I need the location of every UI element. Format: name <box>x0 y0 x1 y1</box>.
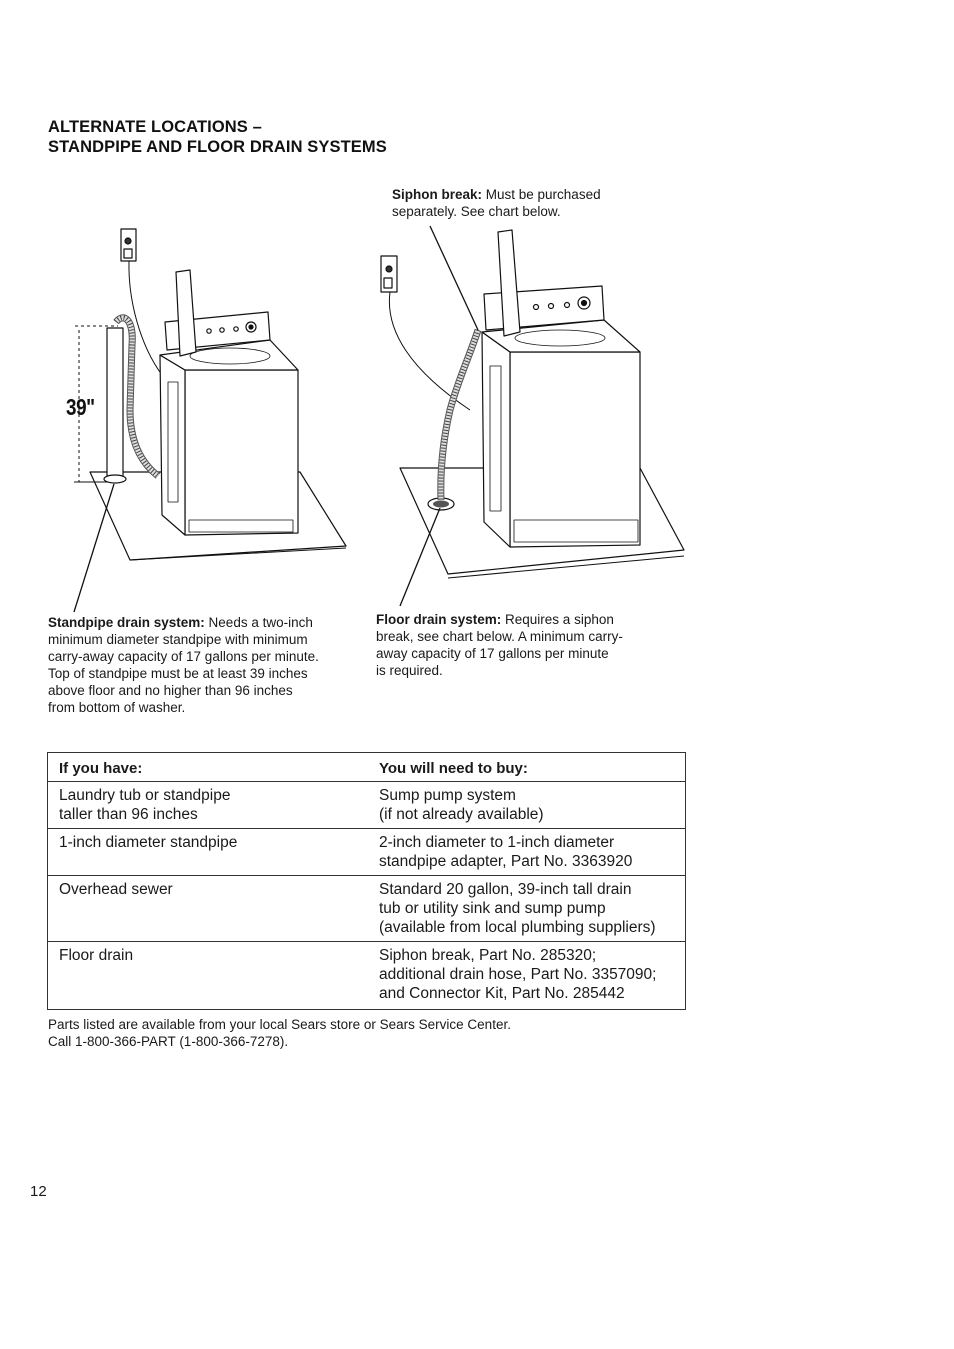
heading-line-1: ALTERNATE LOCATIONS – <box>48 118 262 136</box>
standpipe-text-4: Top of standpipe must be at least 39 inc… <box>48 666 308 681</box>
cell-line: Floor drain <box>59 947 134 964</box>
siphon-break-label: Siphon break: <box>392 187 483 202</box>
right-control-panel <box>483 285 605 331</box>
right-washer-front <box>509 351 641 548</box>
cell-buy: 2-inch diameter to 1-inch diameter stand… <box>377 828 686 876</box>
floor-drain-text-3: away capacity of 17 gallons per minute <box>376 646 609 661</box>
table-row: Floor drain Siphon break, Part No. 28532… <box>47 941 686 1010</box>
washer-drain-illustrations <box>73 225 685 613</box>
standpipe-label: Standpipe drain system: <box>48 615 205 630</box>
standpipe-illustration <box>73 228 347 613</box>
floor-drain-text-1: Requires a siphon <box>501 612 614 627</box>
siphon-break-text-2: separately. See chart below. <box>392 204 561 219</box>
cell-buy: Standard 20 gallon, 39-inch tall drain t… <box>377 875 686 942</box>
cell-buy: Sump pump system (if not already availab… <box>377 781 686 829</box>
floor-drain-text-4: is required. <box>376 663 443 678</box>
cell-line: Overhead sewer <box>59 881 173 898</box>
note-line-1: Parts listed are available from your loc… <box>48 1017 511 1032</box>
cell-have: Laundry tub or standpipe taller than 96 … <box>47 781 377 829</box>
floor-drain-text-2: break, see chart below. A minimum carry- <box>376 629 623 644</box>
cell-line: tub or utility sink and sump pump <box>379 900 606 917</box>
cell-buy: Siphon break, Part No. 285320; additiona… <box>377 941 686 1010</box>
right-floor <box>399 467 685 575</box>
left-floor <box>89 471 347 561</box>
left-outlet <box>120 228 137 262</box>
standpipe-text-3: carry-away capacity of 17 gallons per mi… <box>48 649 319 664</box>
parts-availability-note: Parts listed are available from your loc… <box>48 1016 511 1050</box>
cell-line: additional drain hose, Part No. 3357090; <box>379 966 657 983</box>
page-number: 12 <box>30 1183 47 1200</box>
cell-line: (if not already available) <box>379 806 544 823</box>
table-row: 1-inch diameter standpipe 2-inch diamete… <box>47 828 686 876</box>
right-washer-lid <box>497 229 521 337</box>
right-outlet <box>380 255 398 293</box>
siphon-break-caption: Siphon break: Must be purchased separate… <box>392 186 652 220</box>
cell-line: (available from local plumbing suppliers… <box>379 919 656 936</box>
standpipe-text-6: from bottom of washer. <box>48 700 186 715</box>
heading-line-2: STANDPIPE AND FLOOR DRAIN SYSTEMS <box>48 138 387 156</box>
standpipe-caption: Standpipe drain system: Needs a two-inch… <box>48 614 368 716</box>
floor-drain-label: Floor drain system: <box>376 612 502 627</box>
note-line-2: Call 1-800-366-PART (1-800-366-7278). <box>48 1034 289 1049</box>
siphon-break-text-1: Must be purchased <box>482 187 601 202</box>
cell-line: 2-inch diameter to 1-inch diameter <box>379 834 615 851</box>
dimension-label-39-inch: 39" <box>66 394 95 420</box>
standpipe-text-5: above floor and no higher than 96 inches <box>48 683 293 698</box>
table-header-row: If you have: You will need to buy: <box>47 752 686 782</box>
page-heading: ALTERNATE LOCATIONS – STANDPIPE AND FLOO… <box>48 117 387 157</box>
floor-drain-illustration <box>380 225 685 607</box>
standpipe-text-1: Needs a two-inch <box>204 615 313 630</box>
standpipe <box>106 327 124 479</box>
cell-line: 1-inch diameter standpipe <box>59 834 238 851</box>
table-row: Overhead sewer Standard 20 gallon, 39-in… <box>47 875 686 942</box>
standpipe-text-2: minimum diameter standpipe with minimum <box>48 632 308 647</box>
cell-line: Laundry tub or standpipe <box>59 787 231 804</box>
column-header-have: If you have: <box>47 752 377 782</box>
parts-table: If you have: You will need to buy: Laund… <box>47 752 686 1010</box>
left-washer-front <box>184 369 299 536</box>
floor-drain <box>427 497 455 511</box>
left-control-panel <box>164 311 271 351</box>
left-drain-hose <box>113 314 161 479</box>
cell-have: 1-inch diameter standpipe <box>47 828 377 876</box>
table-row: Laundry tub or standpipe taller than 96 … <box>47 781 686 829</box>
cell-line: standpipe adapter, Part No. 3363920 <box>379 853 633 870</box>
left-washer-side <box>159 354 186 536</box>
right-washer-side <box>481 331 511 548</box>
cell-have: Overhead sewer <box>47 875 377 942</box>
cell-line: Standard 20 gallon, 39-inch tall drain <box>379 881 632 898</box>
cell-line: Sump pump system <box>379 787 516 804</box>
cell-line: Siphon break, Part No. 285320; <box>379 947 597 964</box>
cell-line: taller than 96 inches <box>59 806 198 823</box>
floor-drain-caption: Floor drain system: Requires a siphon br… <box>376 611 666 679</box>
column-header-buy: You will need to buy: <box>377 752 686 782</box>
left-washer-lid <box>175 269 197 357</box>
cell-have: Floor drain <box>47 941 377 1010</box>
right-drain-hose <box>437 328 482 501</box>
cell-line: and Connector Kit, Part No. 285442 <box>379 985 625 1002</box>
